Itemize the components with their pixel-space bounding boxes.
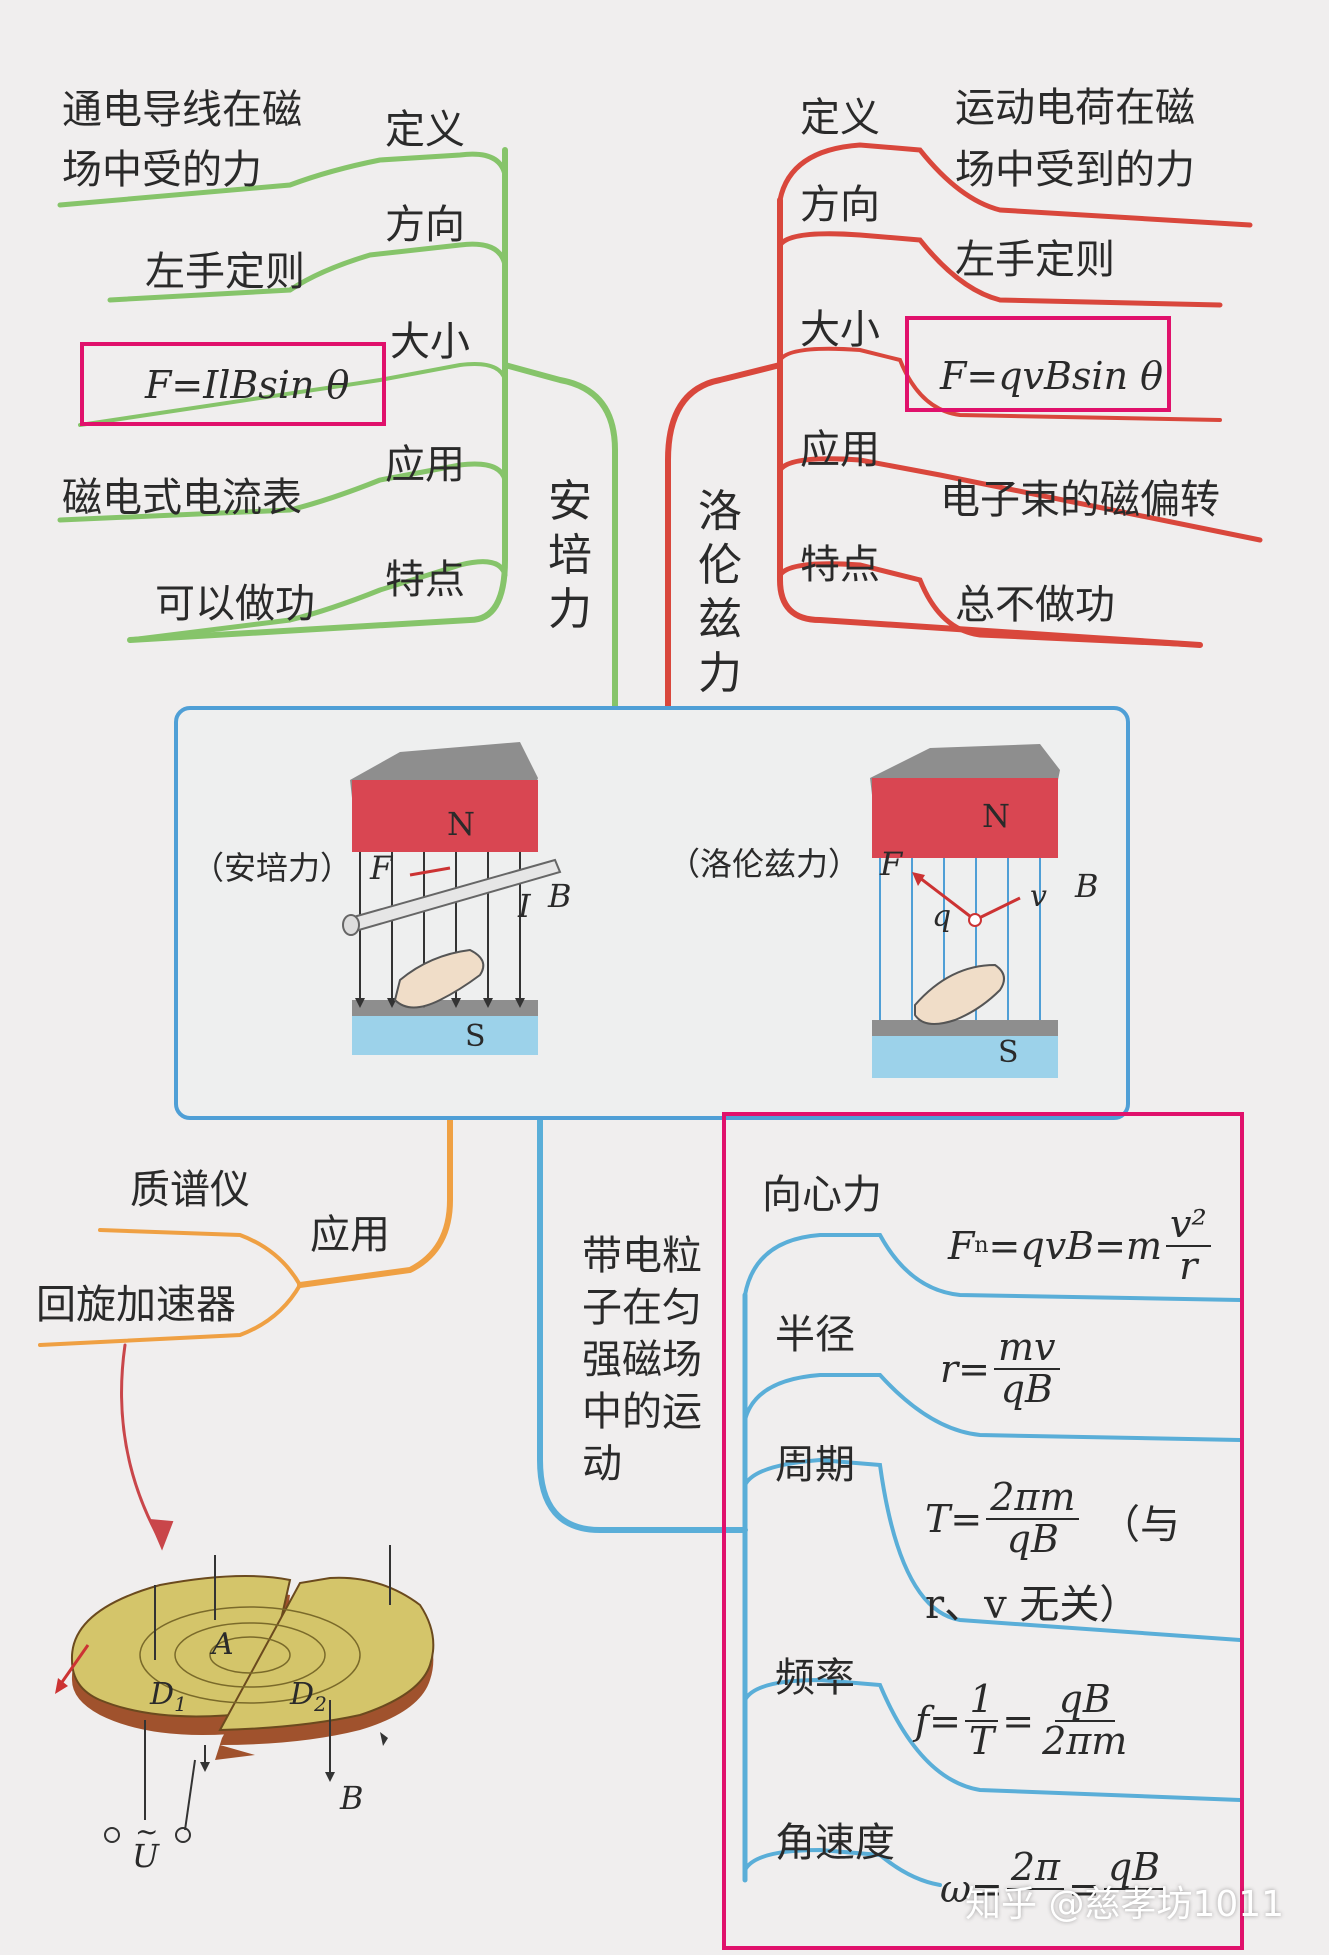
ampere-app-text: 磁电式电流表 bbox=[62, 475, 302, 521]
cyclotron-U: U bbox=[132, 1837, 159, 1875]
period-note-2: r、v 无关） bbox=[925, 1582, 1140, 1628]
lorentz-title: 洛伦兹力 bbox=[698, 486, 742, 699]
lorentz-app-text: 电子束的磁偏转 bbox=[940, 477, 1220, 523]
cyclotron-A: A bbox=[212, 1627, 234, 1662]
lorentz-def-text-2: 场中受到的力 bbox=[955, 147, 1195, 193]
left-figure-caption: （安培力） bbox=[192, 849, 353, 887]
motion-title: 带电粒子在匀强磁场中的运动 bbox=[582, 1233, 702, 1487]
ampere-size-highlight bbox=[80, 342, 386, 426]
left-figure-north: N bbox=[447, 805, 475, 843]
application-item-cyclotron: 回旋加速器 bbox=[36, 1282, 236, 1328]
ampere-title: 安培力 bbox=[548, 476, 592, 635]
radius-label: 半径 bbox=[775, 1312, 855, 1358]
period-label: 周期 bbox=[775, 1442, 855, 1488]
lorentz-def-text-1: 运动电荷在磁 bbox=[955, 85, 1195, 131]
zhihu-watermark: 知乎 @慈孝坊1011 bbox=[965, 1884, 1285, 1925]
ampere-def-label: 定义 bbox=[385, 107, 465, 153]
ampere-dir-label: 方向 bbox=[385, 202, 465, 248]
lorentz-feat-label: 特点 bbox=[800, 542, 880, 588]
motion-highlight bbox=[722, 1112, 1244, 1950]
application-label: 应用 bbox=[310, 1212, 390, 1258]
lorentz-dir-text: 左手定则 bbox=[955, 237, 1115, 283]
lorentz-size-formula: F=qvBsin θ bbox=[940, 354, 1164, 398]
angular-velocity-label: 角速度 bbox=[775, 1820, 895, 1866]
left-figure-south: S bbox=[465, 1019, 486, 1054]
right-figure-v: v bbox=[1030, 879, 1047, 914]
right-figure-caption: （洛伦兹力） bbox=[668, 845, 861, 883]
ampere-feat-text: 可以做功 bbox=[155, 581, 315, 627]
ampere-app-label: 应用 bbox=[385, 442, 465, 488]
application-item-mass-spectrometer: 质谱仪 bbox=[130, 1167, 250, 1213]
ampere-feat-label: 特点 bbox=[385, 557, 465, 603]
period-note-1: （与 bbox=[1100, 1502, 1180, 1548]
right-figure-F: F bbox=[880, 845, 903, 883]
cyclotron-U-tilde: ~ bbox=[135, 1815, 159, 1848]
lorentz-feat-text: 总不做功 bbox=[955, 582, 1115, 628]
ampere-def-text-2: 场中受的力 bbox=[62, 147, 262, 193]
lorentz-size-label: 大小 bbox=[800, 307, 880, 353]
cyclotron-D1: D1 bbox=[150, 1677, 187, 1716]
left-figure-B: B bbox=[548, 877, 572, 915]
lorentz-app-label: 应用 bbox=[800, 427, 880, 473]
cyclotron-D2: D2 bbox=[290, 1677, 327, 1716]
angular-velocity-formula: ω= 2π​ = qB​ bbox=[940, 1847, 1168, 1930]
left-figure-I: I bbox=[518, 887, 531, 925]
frequency-label: 频率 bbox=[775, 1655, 855, 1701]
ampere-def-text-1: 通电导线在磁 bbox=[62, 87, 302, 133]
lorentz-dir-label: 方向 bbox=[800, 182, 880, 228]
centripetal-label: 向心力 bbox=[762, 1172, 882, 1218]
right-figure-q: q bbox=[932, 899, 952, 934]
right-figure-south: S bbox=[998, 1035, 1019, 1070]
lorentz-size-highlight bbox=[905, 316, 1171, 412]
right-figure-B: B bbox=[1075, 867, 1099, 905]
left-figure-F: F bbox=[370, 849, 393, 887]
cyclotron-B: B bbox=[340, 1779, 364, 1817]
ampere-size-formula: F=IlBsin θ bbox=[145, 363, 350, 407]
ampere-dir-text: 左手定则 bbox=[145, 249, 305, 295]
right-figure-north: N bbox=[982, 797, 1010, 835]
lorentz-def-label: 定义 bbox=[800, 95, 880, 141]
ampere-size-label: 大小 bbox=[390, 319, 470, 365]
